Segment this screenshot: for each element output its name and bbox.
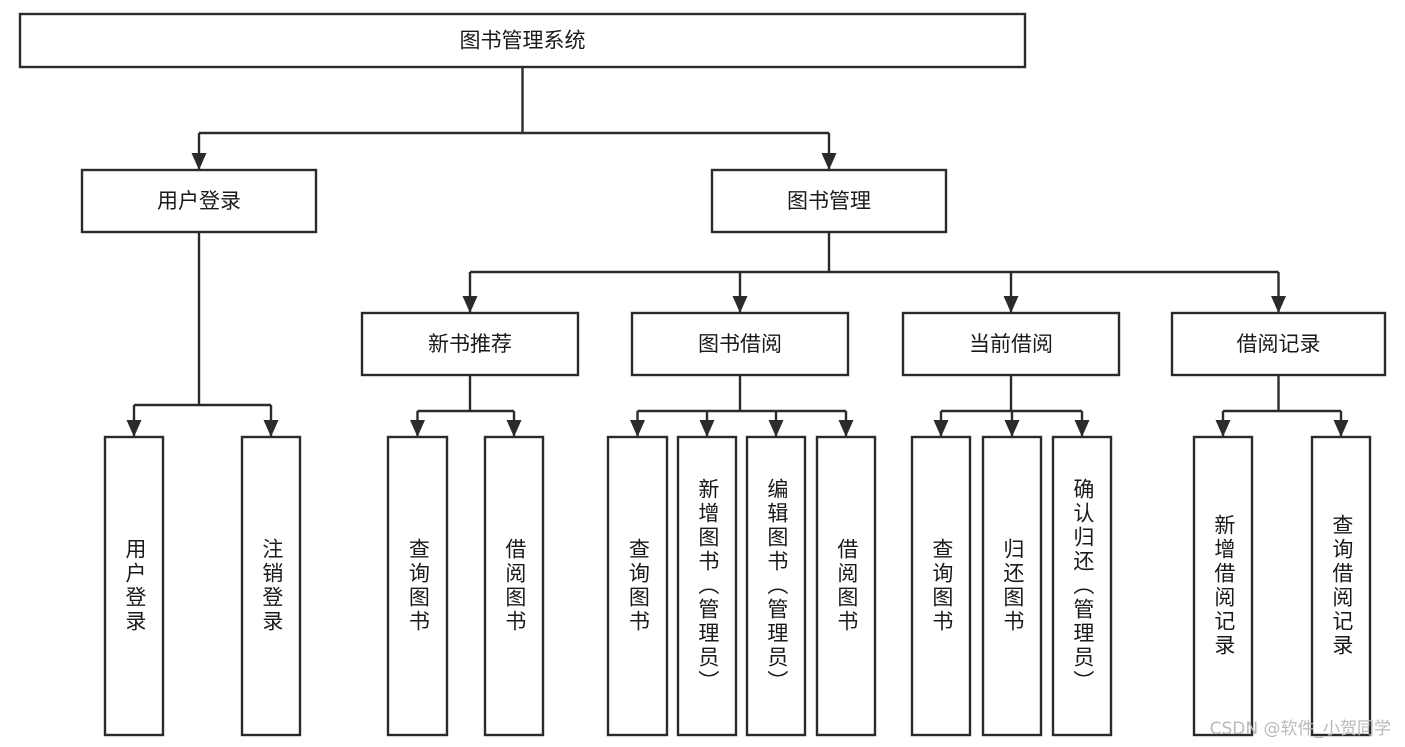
- node-leaf-add-record-box[interactable]: [1192, 435, 1254, 737]
- borrow-record-to-leaves-arrow-0: [1215, 420, 1231, 437]
- node-root-label: 图书管理系统: [460, 29, 586, 53]
- node-borrow-record[interactable]: 借阅记录: [1170, 311, 1387, 377]
- book-manage-to-level3-arrow-1: [732, 296, 748, 313]
- node-leaf-edit-book[interactable]: [745, 435, 807, 737]
- node-leaf-query-book-2[interactable]: [606, 435, 669, 737]
- book-borrow-to-leaves-arrow-0: [630, 420, 645, 437]
- node-book-manage-box[interactable]: [710, 168, 948, 234]
- node-leaf-user-login-box[interactable]: [103, 435, 165, 737]
- node-leaf-borrow-book-1-box[interactable]: [483, 435, 545, 737]
- node-leaf-query-book-1[interactable]: [386, 435, 449, 737]
- new-book-recommend-to-leaves-arrow-1: [506, 420, 522, 437]
- node-leaf-return-book[interactable]: [981, 435, 1043, 737]
- user-login-to-leaves-arrow-0: [126, 420, 142, 437]
- node-leaf-borrow-book-2-box[interactable]: [815, 435, 877, 737]
- current-borrow-to-leaves-arrow-0: [933, 420, 949, 437]
- node-leaf-query-record-box[interactable]: [1310, 435, 1372, 737]
- node-leaf-confirm-return[interactable]: [1051, 435, 1113, 737]
- node-leaf-confirm-return-box[interactable]: [1051, 435, 1113, 737]
- node-user-login[interactable]: 用户登录: [80, 168, 318, 234]
- book-borrow-to-leaves-arrow-2: [768, 420, 784, 437]
- node-leaf-query-book-1-box[interactable]: [386, 435, 449, 737]
- node-leaf-borrow-book-2[interactable]: [815, 435, 877, 737]
- node-user-login-label: 用户登录: [157, 189, 241, 213]
- node-leaf-edit-book-box[interactable]: [745, 435, 807, 737]
- node-book-borrow-label: 图书借阅: [698, 332, 782, 356]
- book-manage-to-level3-arrow-2: [1003, 296, 1019, 313]
- book-manage-to-level3-arrow-0: [462, 296, 478, 313]
- node-leaf-user-login[interactable]: [103, 435, 165, 737]
- book-borrow-to-leaves-arrow-1: [699, 420, 715, 437]
- root-to-level2-arrow-0: [191, 153, 207, 170]
- node-leaf-add-record[interactable]: [1192, 435, 1254, 737]
- node-leaf-query-book-3[interactable]: [910, 435, 972, 737]
- node-leaf-add-book-box[interactable]: [676, 435, 738, 737]
- book-manage-to-level3-arrow-3: [1271, 296, 1286, 313]
- user-login-to-leaves-arrow-1: [263, 420, 279, 437]
- node-new-book-recommend[interactable]: 新书推荐: [360, 311, 580, 377]
- node-new-book-recommend-label: 新书推荐: [428, 332, 512, 356]
- node-leaf-query-book-3-box[interactable]: [910, 435, 972, 737]
- node-borrow-record-label: 借阅记录: [1237, 332, 1321, 356]
- borrow-record-to-leaves-arrow-1: [1333, 420, 1349, 437]
- edges-layer: [126, 67, 1349, 437]
- node-leaf-query-record[interactable]: [1310, 435, 1372, 737]
- new-book-recommend-to-leaves-arrow-0: [410, 420, 425, 437]
- node-current-borrow[interactable]: 当前借阅: [901, 311, 1121, 377]
- node-borrow-record-box[interactable]: [1170, 311, 1387, 377]
- book-borrow-to-leaves-arrow-3: [838, 420, 854, 437]
- node-book-manage[interactable]: 图书管理: [710, 168, 948, 234]
- node-leaf-borrow-book-1[interactable]: [483, 435, 545, 737]
- node-current-borrow-label: 当前借阅: [969, 332, 1053, 356]
- node-book-borrow[interactable]: 图书借阅: [630, 311, 850, 377]
- node-new-book-recommend-box[interactable]: [360, 311, 580, 377]
- node-root-box[interactable]: [18, 12, 1027, 69]
- node-current-borrow-box[interactable]: [901, 311, 1121, 377]
- current-borrow-to-leaves-arrow-1: [1004, 420, 1020, 437]
- node-leaf-query-book-2-box[interactable]: [606, 435, 669, 737]
- node-user-login-box[interactable]: [80, 168, 318, 234]
- node-leaf-logout[interactable]: [240, 435, 302, 737]
- node-book-manage-label: 图书管理: [787, 189, 871, 213]
- node-book-borrow-box[interactable]: [630, 311, 850, 377]
- node-leaf-add-book[interactable]: [676, 435, 738, 737]
- node-leaf-logout-box[interactable]: [240, 435, 302, 737]
- root-to-level2-arrow-1: [821, 153, 837, 170]
- csdn-watermark: CSDN @软件_小贺同学: [1209, 719, 1391, 739]
- node-leaf-return-book-box[interactable]: [981, 435, 1043, 737]
- node-root[interactable]: 图书管理系统: [18, 12, 1027, 69]
- current-borrow-to-leaves-arrow-2: [1074, 420, 1090, 437]
